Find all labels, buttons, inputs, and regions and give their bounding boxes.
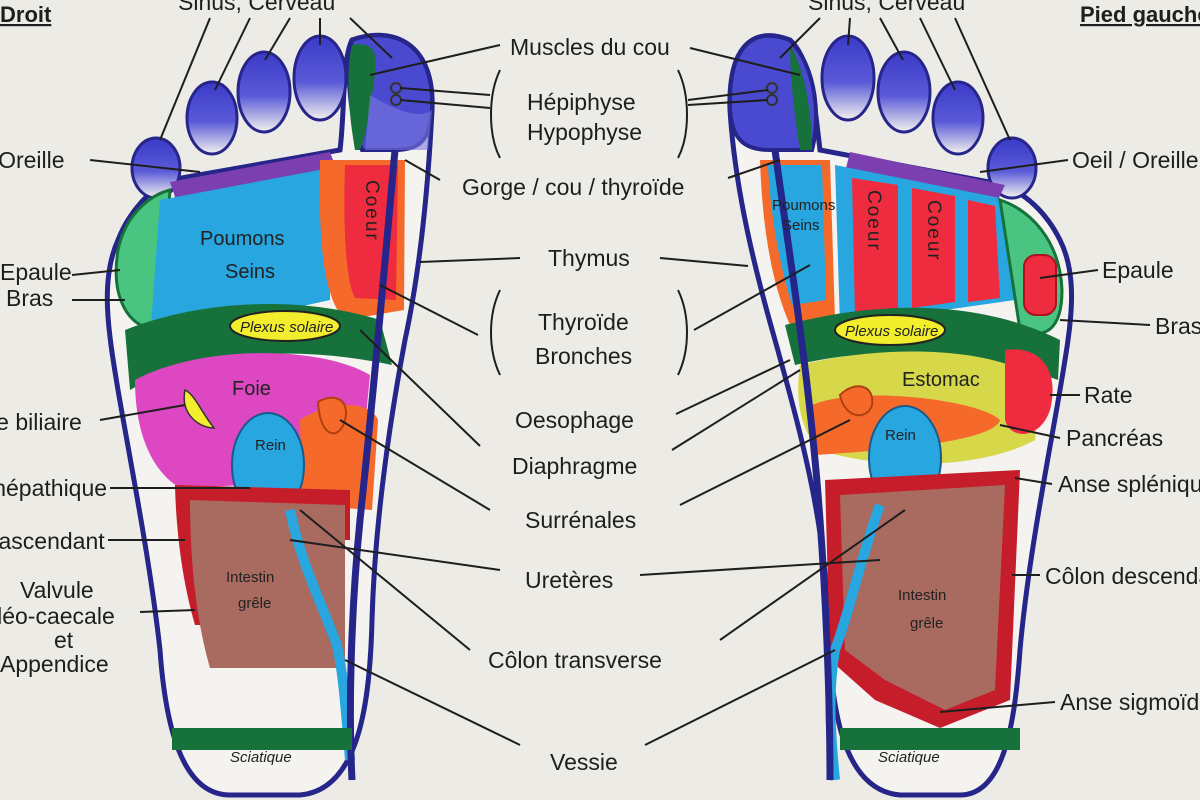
toe-2-right <box>292 34 348 122</box>
stomach-label-left: Estomac <box>902 369 980 391</box>
label-biliaire: Vésicule biliaire <box>0 409 82 435</box>
label-valvule-4: Appendice <box>0 651 109 677</box>
liver-label-right: Foie <box>232 378 271 400</box>
heart-label-left-2: Coeur <box>923 200 944 262</box>
label-oesophage: Oesophage <box>515 407 634 433</box>
purple-band-right <box>170 152 336 200</box>
label-surrenales: Surrénales <box>525 507 636 533</box>
label-rate: Rate <box>1084 382 1133 408</box>
intestine-label-left: Intestin <box>898 587 946 604</box>
neck-muscles-right <box>348 44 376 151</box>
label-bras-right-foot: Bras <box>6 285 53 311</box>
label-thyroide: Thyroïde <box>538 309 629 335</box>
grele-label-right: grêle <box>238 595 271 612</box>
sciatic-label-left: Sciatique <box>878 749 940 766</box>
center-labels: Sinus, Cerveau Sinus, Cerveau Muscles du… <box>178 0 965 775</box>
ureter-right <box>285 509 355 761</box>
heart-label-right: Coeur <box>361 180 382 242</box>
heart-left-2 <box>912 188 955 308</box>
label-oreille-right-foot: Oeil / Oreille <box>0 147 65 173</box>
label-valvule-3: et <box>54 627 74 653</box>
lungs-label-left: Poumons <box>772 197 835 214</box>
label-valvule-1: Valvule <box>20 577 94 603</box>
heart-left-3 <box>968 200 1000 302</box>
plexus-right <box>229 310 341 342</box>
label-ureteres: Uretères <box>525 567 613 593</box>
kidney-label-left: Rein <box>885 427 916 444</box>
label-oreille-left-foot: Oeil / Oreille <box>1072 147 1199 173</box>
arm-left <box>1023 254 1057 316</box>
label-bras-left-foot: Bras <box>1155 313 1200 339</box>
lungs-right <box>150 168 330 340</box>
breasts-label-right: Seins <box>225 261 275 283</box>
label-epaule-left-foot: Epaule <box>1102 257 1174 283</box>
leader-lines <box>71 17 1151 746</box>
pineal-dot-left <box>766 82 778 94</box>
toe-2-left <box>820 34 876 122</box>
label-colon-transverse: Côlon transverse <box>488 647 662 673</box>
heart-left-1 <box>852 178 898 316</box>
label-colon-descendant: Côlon descendant <box>1045 563 1200 589</box>
label-sinus-left: Sinus, Cerveau <box>178 0 335 15</box>
plexus-left <box>834 314 946 346</box>
label-epaule-right-foot: Epaule <box>0 259 72 285</box>
lungs-label-right: Poumons <box>200 228 285 250</box>
plexus-label-left: Plexus solaire <box>845 323 938 340</box>
label-ascendant: Côlon ascendant <box>0 528 105 554</box>
label-epiphyse: Hépiphyse <box>527 89 636 115</box>
neck-muscles-left <box>790 45 812 150</box>
label-bronches: Bronches <box>535 343 632 369</box>
label-valvule-2: iléo-caecale <box>0 603 115 629</box>
gallbladder-right <box>183 388 216 429</box>
label-diaphragme: Diaphragme <box>512 453 637 479</box>
grele-label-left: grêle <box>910 615 943 632</box>
left-foot: Coeur Coeur Sciatique Poumons Seins Plex… <box>727 33 1074 798</box>
breasts-label-left: Seins <box>782 217 820 234</box>
label-muscles-cou: Muscles du cou <box>510 34 670 60</box>
sciatic-right <box>172 728 352 750</box>
toe-3-left <box>876 50 932 134</box>
toe-4-right <box>185 80 239 156</box>
purple-band-left <box>846 152 1005 200</box>
toe-4-left <box>931 80 985 156</box>
heart-label-left: Coeur <box>863 190 884 252</box>
right-side-labels: Oeil / Oreille Epaule Bras Rate Pancréas… <box>1045 147 1200 715</box>
kidney-label-right: Rein <box>255 437 286 454</box>
toe-3-right <box>236 50 292 134</box>
label-anse-sigmoide: Anse sigmoïde <box>1060 689 1200 715</box>
label-anse-splenique: Anse splénique <box>1058 471 1200 497</box>
label-sinus-right: Sinus, Cerveau <box>808 0 965 15</box>
left-side-labels: Oeil / Oreille Epaule Bras Vésicule bili… <box>0 147 115 677</box>
title-right-foot: Droit <box>0 2 52 27</box>
title-left-foot: Pied gauche <box>1080 2 1200 27</box>
right-foot: Coeur Sciatique Poumons Seins Plexus sol… <box>104 32 435 798</box>
spleen-left <box>1005 349 1053 434</box>
intestine-left <box>840 485 1005 710</box>
intestine-label-right: Intestin <box>226 569 274 586</box>
label-gorge: Gorge / cou / thyroïde <box>462 174 684 200</box>
label-thymus: Thymus <box>548 245 630 271</box>
plexus-label-right: Plexus solaire <box>240 319 333 336</box>
sciatic-label-right: Sciatique <box>230 749 292 766</box>
label-hypophyse: Hypophyse <box>527 119 642 145</box>
label-hepatique: Angle hépathique <box>0 475 107 501</box>
label-vessie: Vessie <box>550 749 618 775</box>
label-pancreas: Pancréas <box>1066 425 1163 451</box>
sciatic-left <box>840 728 1020 750</box>
